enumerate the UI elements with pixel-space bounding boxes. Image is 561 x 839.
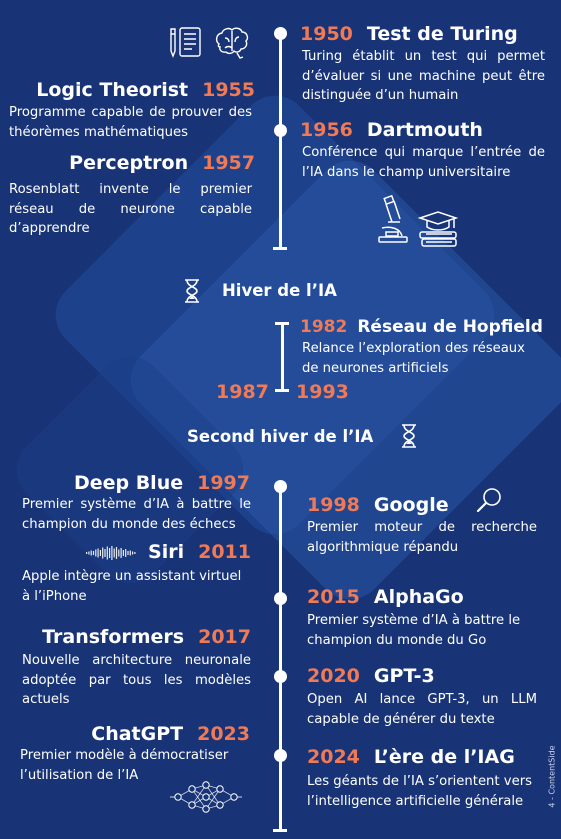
timeline-cap [273,829,287,832]
event-year: 1956 [300,119,353,141]
event-year: 1955 [202,79,255,101]
event-heading: 1982 Réseau de Hopfield [300,315,543,339]
winter-start-year: 1987 [216,381,269,403]
event-title: Siri [148,541,185,563]
event-title: Réseau de Hopfield [357,317,543,337]
event-heading: 2020 GPT-3 [307,664,435,688]
event-heading: 1950 Test de Turing [300,22,518,46]
event-heading: Siri 2011 [148,540,251,564]
microscope-icon [376,194,410,250]
event-title: Google [373,494,449,516]
event-heading: 2015 AlphaGo [307,585,464,609]
timeline-cap [275,389,289,392]
event-title: Transformers [42,626,185,648]
timeline-line [279,33,282,248]
event-heading: Perceptron 1957 [69,151,255,175]
event-heading: Logic Theorist 1955 [36,78,255,102]
event-year: 2020 [307,665,360,687]
event-heading: ChatGPT 2023 [91,722,250,746]
event-description: Les géants de l’IA s’orientent vers l’in… [307,774,532,809]
graduation-books-icon [416,210,460,254]
event-year: 2017 [198,626,251,648]
event-description: Open AI lance GPT-3, un LLM capable de g… [307,692,537,727]
event-title: Deep Blue [73,472,184,494]
event-title: Logic Theorist [36,79,189,101]
winter-label: Hiver de l’IA [222,281,337,300]
event-year: 2011 [198,541,251,563]
search-icon [475,486,503,518]
hourglass-icon [401,424,417,452]
event-year: 1957 [202,152,255,174]
event-description: Rosenblatt invente le premier réseau de … [9,182,252,236]
event-description: Premier modèle à démocratiser l’utilisat… [20,748,229,783]
event-heading: 1956 Dartmouth [300,118,483,142]
event-heading: Deep Blue 1997 [74,471,250,495]
credit-text: 4 - ContentSide [547,745,557,808]
timeline-line [281,322,284,390]
event-title: AlphaGo [373,586,464,608]
event-year: 1982 [300,317,348,337]
event-title: L’ère de l’IAG [373,746,515,768]
event-title: Perceptron [69,152,189,174]
hourglass-icon [184,279,200,307]
event-title: Test de Turing [366,23,518,45]
event-heading: Transformers 2017 [42,625,251,649]
event-year: 1950 [300,23,353,45]
event-year: 1998 [307,494,360,516]
event-title: Dartmouth [366,119,483,141]
event-description: Turing établit un test qui permet d’éval… [302,49,545,103]
timeline-dot [274,749,287,762]
winter-end-year: 1993 [296,381,349,403]
brain-icon [213,26,251,64]
soundwave-icon [84,545,136,565]
event-year: 2024 [307,746,360,768]
event-description: Premier système d’IA à battre le champio… [22,497,251,532]
event-heading: 1998 Google [307,493,449,517]
event-description: Premier système d’IA à battre le champio… [307,613,521,648]
document-icon [166,25,204,65]
timeline-dot [274,592,287,605]
winter-label: Second hiver de l’IA [187,427,374,446]
event-description: Conférence qui marque l’entrée de l’IA d… [302,145,545,180]
event-description: Nouvelle architecture neuronale adoptée … [22,653,251,707]
event-description: Relance l’exploration des réseaux de neu… [302,341,525,376]
timeline-dot [274,670,287,683]
event-title: ChatGPT [91,723,184,745]
event-year: 2023 [197,723,250,745]
neural-network-icon [170,780,242,818]
event-title: GPT-3 [373,665,435,687]
timeline-cap [273,247,287,250]
event-heading: 2024 L’ère de l’IAG [307,745,515,769]
event-description: Apple intègre un assistant virtuel à l’i… [22,569,242,604]
timeline-dot [274,124,287,137]
event-description: Premier moteur de recherche algorithmiqu… [307,520,537,555]
timeline-line [279,486,282,831]
event-description: Programme capable de prouver des théorèm… [9,105,252,140]
event-year: 1997 [197,472,250,494]
event-year: 2015 [307,586,360,608]
